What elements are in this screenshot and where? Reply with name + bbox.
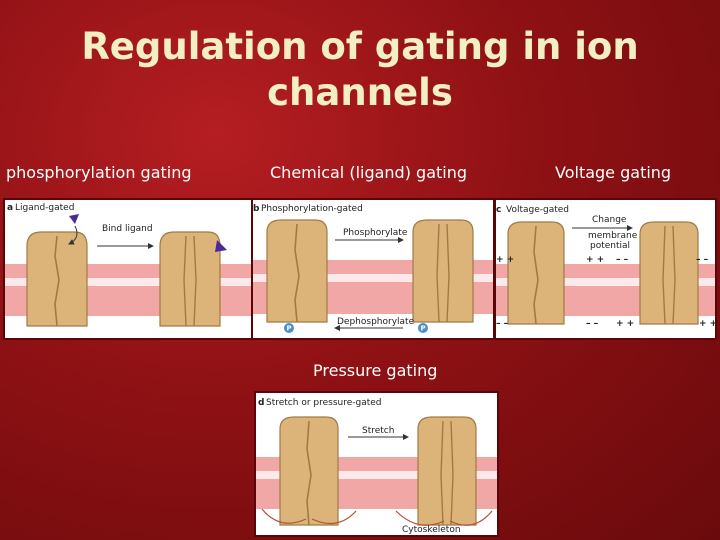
voltage-gated-diagram: c Voltage-gated Change membrane potentia… — [496, 205, 715, 329]
closed-channel — [507, 221, 565, 325]
membrane-core — [496, 278, 715, 286]
arrow-label-line-2: membrane — [588, 231, 638, 241]
arrow-label-line-3: potential — [590, 241, 630, 251]
panel-title: Voltage-gated — [506, 205, 569, 215]
membrane-core — [256, 471, 497, 479]
closed-channel — [279, 416, 339, 526]
open-channel — [417, 416, 477, 526]
cytoskeleton-filament — [395, 510, 493, 526]
open-channel — [159, 231, 221, 327]
arrow-label: Bind ligand — [102, 224, 153, 234]
cytoskeleton-label: Cytoskeleton — [402, 525, 461, 535]
charge-sign: – – — [586, 319, 599, 329]
label-pressure-gating: Pressure gating — [313, 361, 438, 380]
panel-title: Phosphorylation-gated — [261, 204, 363, 214]
ligand-gated-panel: a Ligand-gated Bind ligand — [5, 200, 251, 338]
arrow-label: Stretch — [362, 426, 394, 436]
charge-sign: – – — [696, 255, 709, 265]
panel-title: Ligand-gated — [15, 203, 74, 213]
pressure-gated-panel: d Stretch or pressure-gated Stretch Cyto… — [256, 393, 497, 535]
label-chemical-gating: Chemical (ligand) gating — [270, 163, 468, 182]
label-phosphorylation-gating: phosphorylation gating — [6, 163, 192, 182]
panel-letter: b — [253, 204, 260, 214]
dephosphorylate-label: Dephosphorylate — [337, 317, 415, 327]
phosphorylation-gated-diagram: b Phosphorylation-gated Phosphorylate De… — [253, 204, 493, 333]
panel-letter: c — [496, 205, 501, 215]
phosphate-badge-left: P — [287, 325, 292, 333]
phosphorylation-gated-panel: b Phosphorylation-gated Phosphorylate De… — [253, 200, 493, 338]
slide-title: Regulation of gating in ion channels — [0, 24, 720, 116]
title-line-2: channels — [267, 71, 453, 114]
phosphate-icon — [284, 323, 294, 333]
panel-letter: a — [7, 203, 13, 213]
charge-sign: – – — [496, 319, 509, 329]
title-line-1: Regulation of gating in ion — [81, 25, 639, 68]
ligand-molecule — [69, 214, 79, 224]
bound-ligand — [215, 240, 227, 252]
panel-letter: d — [258, 398, 264, 408]
pressure-gated-diagram: d Stretch or pressure-gated Stretch Cyto… — [256, 398, 497, 535]
arrow-label-line-1: Change — [592, 215, 627, 225]
membrane-core — [253, 274, 493, 282]
charge-sign: – – — [616, 255, 629, 265]
open-channel — [412, 219, 474, 323]
charge-sign: + + — [616, 319, 634, 329]
charge-sign: + + — [586, 255, 604, 265]
panel-title: Stretch or pressure-gated — [266, 398, 382, 408]
phosphorylate-label: Phosphorylate — [343, 228, 408, 238]
charge-sign: + + — [699, 319, 715, 329]
open-channel — [639, 221, 699, 325]
closed-channel — [266, 219, 328, 323]
label-voltage-gating: Voltage gating — [555, 163, 672, 182]
membrane-core — [5, 278, 251, 286]
voltage-gated-panel: c Voltage-gated Change membrane potentia… — [496, 200, 715, 338]
cytoskeleton-filament — [261, 508, 357, 525]
phosphate-badge-right: P — [421, 325, 426, 333]
phosphate-icon — [418, 323, 428, 333]
charge-sign: + + — [496, 255, 514, 265]
closed-channel — [26, 231, 88, 327]
ligand-gated-diagram: a Ligand-gated Bind ligand — [5, 203, 251, 327]
